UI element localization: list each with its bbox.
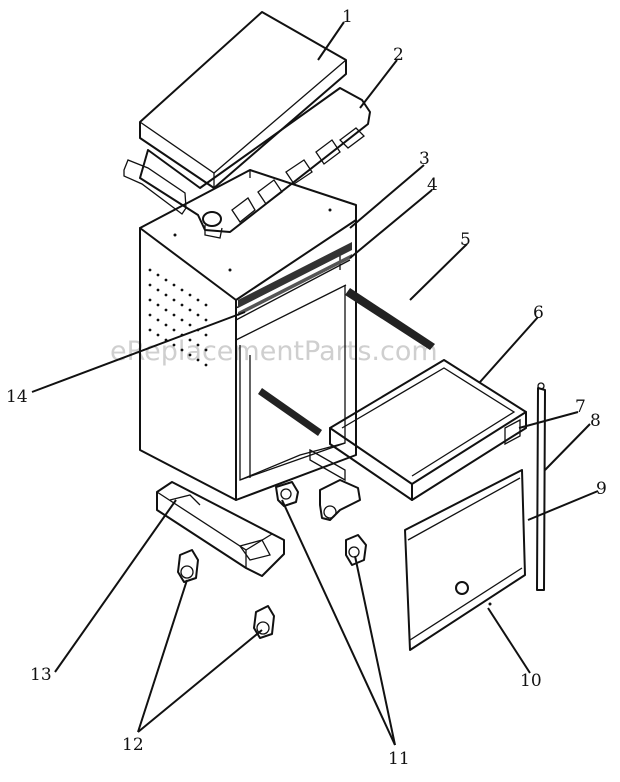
callout-12: 12 — [122, 735, 144, 755]
part-caster-a — [275, 481, 299, 507]
callout-5: 5 — [460, 230, 471, 250]
callout-2: 2 — [393, 45, 404, 65]
part-trim-strips — [238, 242, 352, 316]
part-drawer-slide — [258, 288, 435, 436]
part-rod — [536, 382, 546, 591]
callout-4: 4 — [427, 175, 438, 195]
callout-3: 3 — [419, 149, 430, 169]
callout-14: 14 — [6, 387, 28, 407]
callout-8: 8 — [590, 411, 601, 431]
callout-10: 10 — [520, 671, 542, 691]
callout-7: 7 — [575, 397, 586, 417]
part-base — [156, 481, 285, 577]
callout-13: 13 — [30, 665, 52, 685]
part-caster-b — [319, 479, 361, 521]
watermark-text: eReplacementParts.com — [110, 336, 438, 367]
callout-11: 11 — [388, 749, 410, 769]
part-tray — [123, 87, 371, 239]
part-caster-e — [253, 605, 275, 639]
callout-1: 1 — [342, 7, 353, 27]
part-lid — [139, 11, 347, 189]
leader-lines — [31, 21, 599, 746]
callout-6: 6 — [533, 303, 544, 323]
part-drawer-front — [404, 469, 526, 651]
part-caster-d — [177, 549, 199, 583]
part-caster-c — [345, 534, 367, 566]
part-drawer — [309, 359, 527, 501]
callout-9: 9 — [596, 479, 607, 499]
part-cabinet — [139, 169, 357, 501]
callout-numbers: 1 2 3 4 5 6 7 8 9 10 11 12 13 14 — [6, 7, 607, 769]
